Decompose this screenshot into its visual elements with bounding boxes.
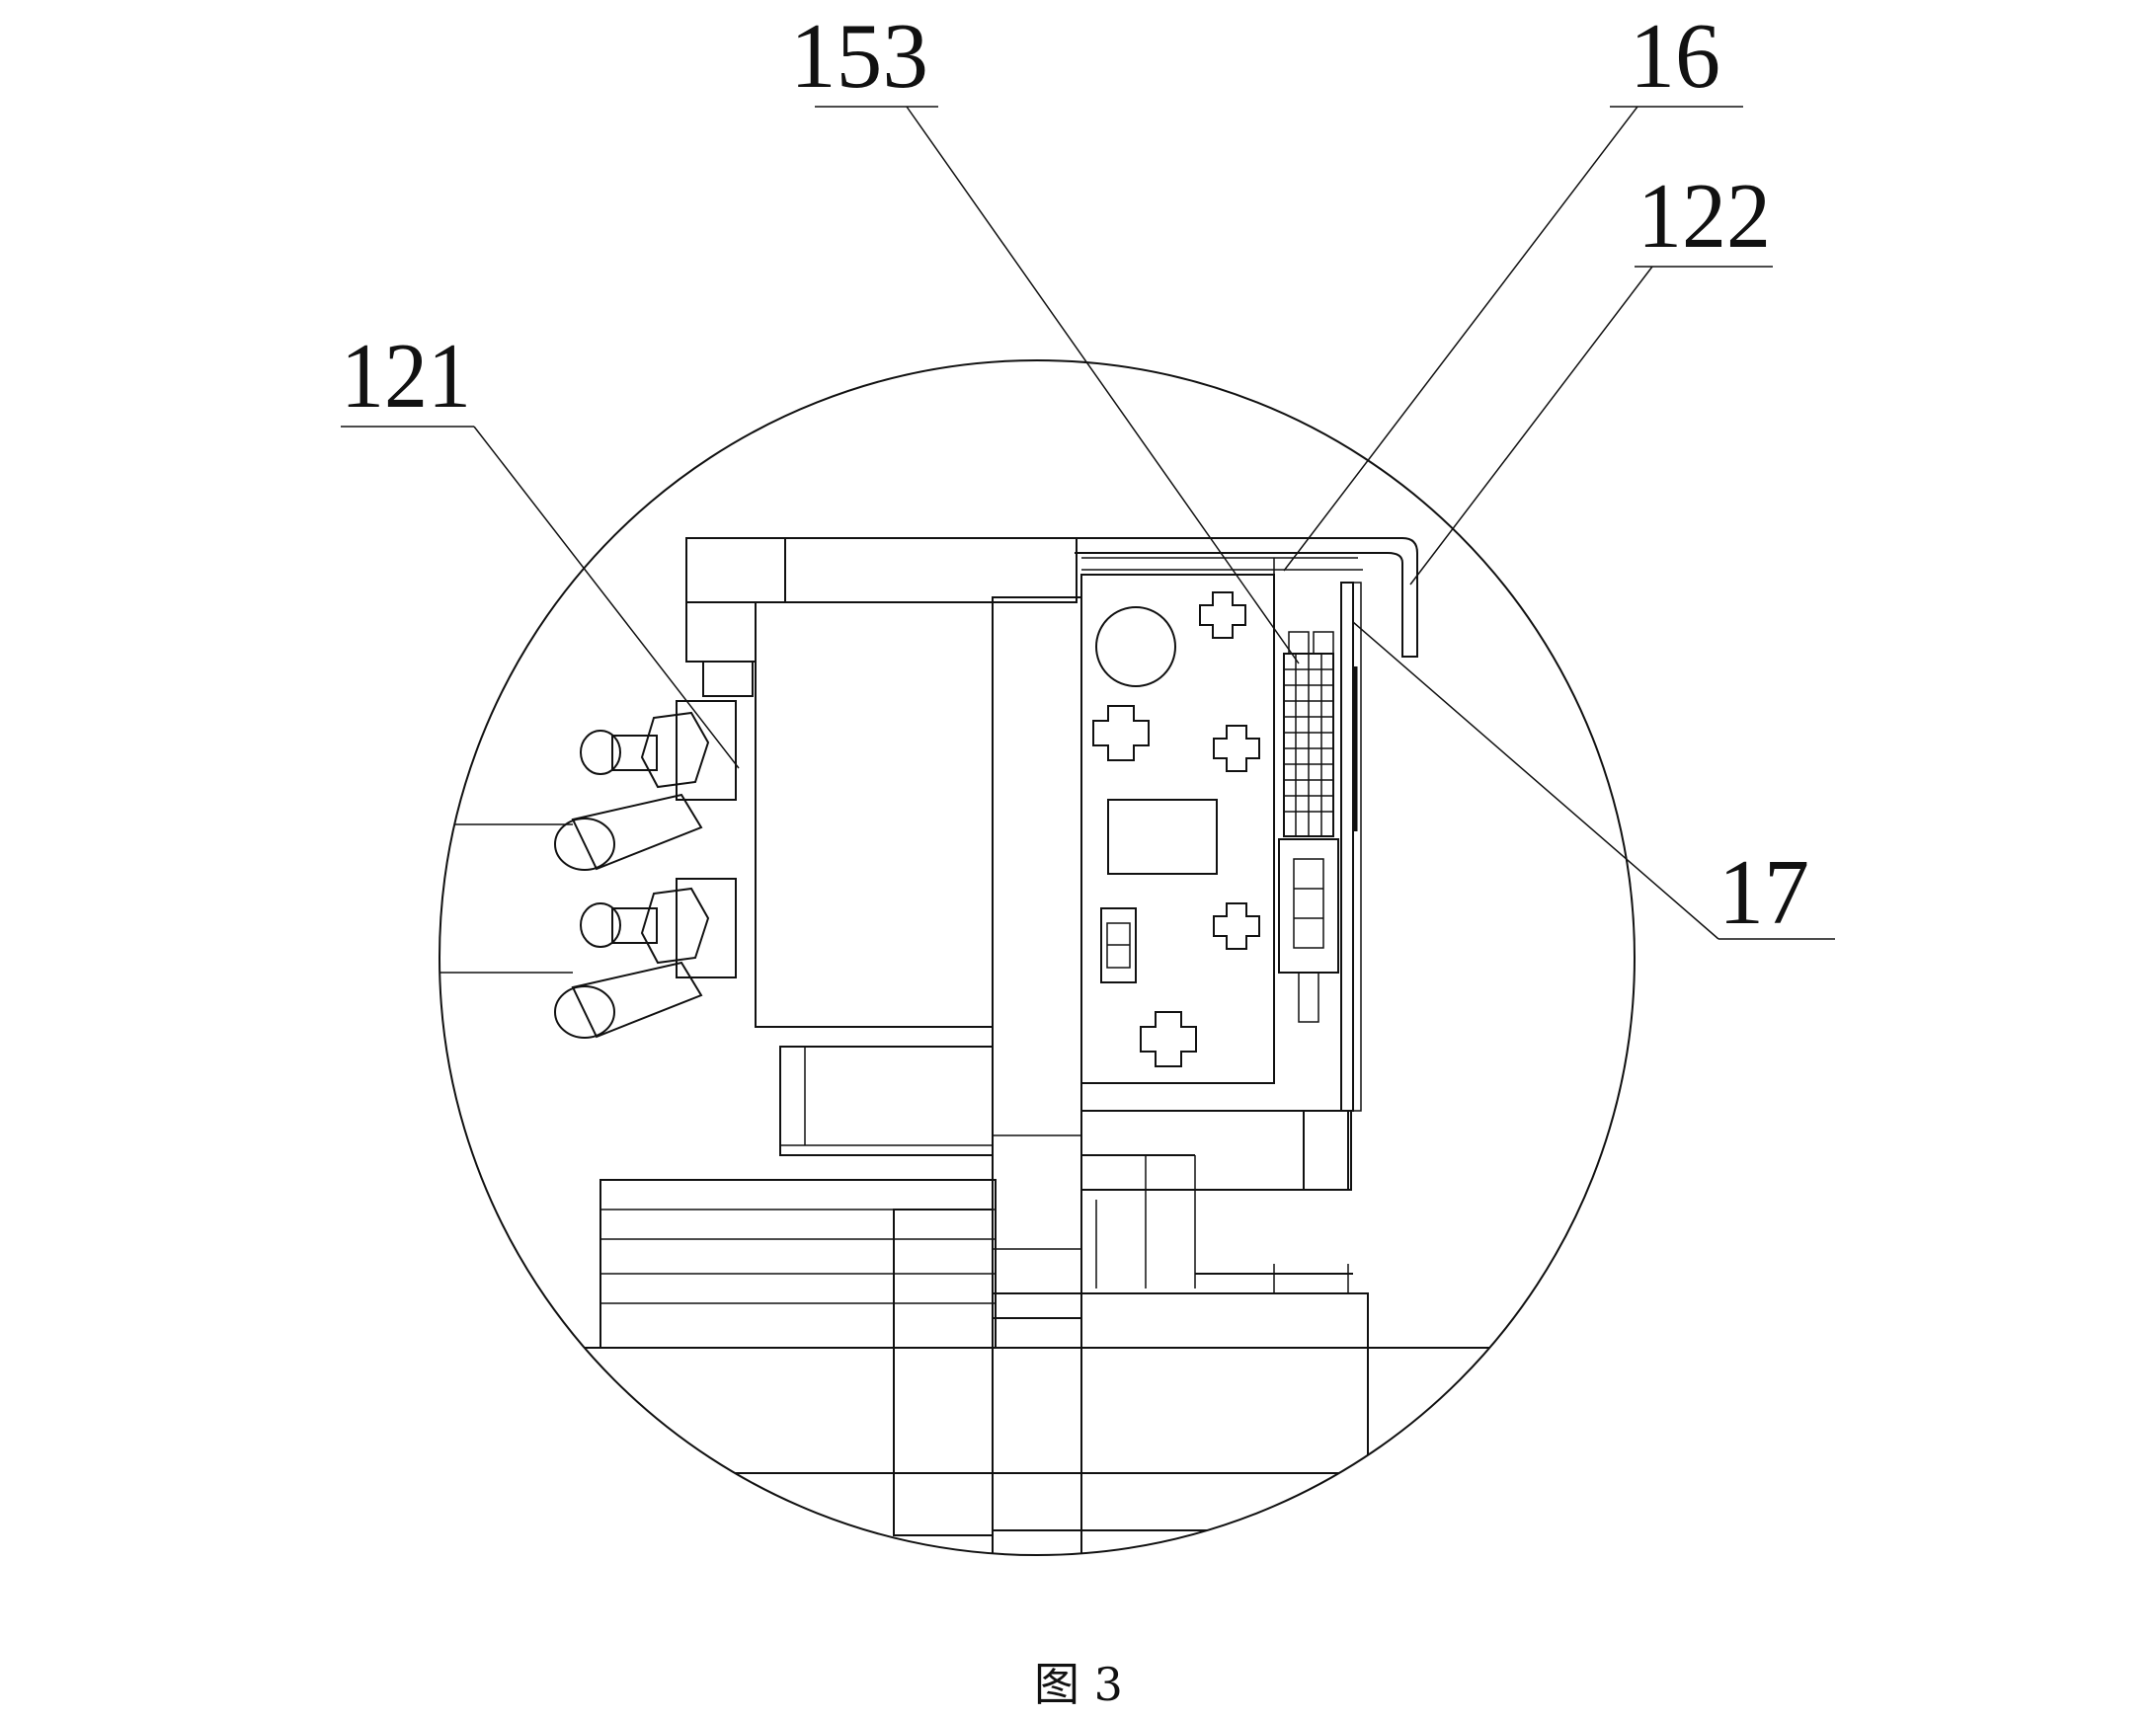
callout-underlines (341, 106, 1835, 940)
leader-121 (473, 426, 740, 769)
label-16: 16 (1630, 5, 1720, 108)
leader-lines (473, 106, 1719, 940)
side-bar (1340, 582, 1362, 1112)
leader-17 (1352, 621, 1719, 940)
fitting-lower (554, 878, 737, 1039)
leader-16 (1283, 106, 1638, 572)
mechanism-assembly (439, 537, 1635, 1555)
right-plate (1080, 1110, 1352, 1191)
bottom-block (992, 1154, 1369, 1531)
circuit-board (1080, 557, 1363, 1084)
small-connector (1100, 907, 1137, 983)
gear-153 (1283, 631, 1358, 837)
figure-caption: 图 3 (1034, 1658, 1123, 1711)
bracket-122 (1075, 537, 1418, 658)
sensor-17 (1278, 838, 1339, 1023)
top-frame (685, 537, 1078, 697)
label-153: 153 (790, 5, 928, 108)
callout-labels: 121 153 16 122 17 (341, 5, 1809, 944)
detail-view-circle (439, 359, 1636, 1556)
label-121: 121 (341, 325, 471, 428)
leader-153 (906, 106, 1300, 664)
label-17: 17 (1718, 841, 1809, 944)
fitting-upper (554, 700, 737, 871)
leader-122 (1409, 266, 1653, 586)
lower-slab (599, 1046, 997, 1536)
label-122: 122 (1637, 165, 1771, 268)
